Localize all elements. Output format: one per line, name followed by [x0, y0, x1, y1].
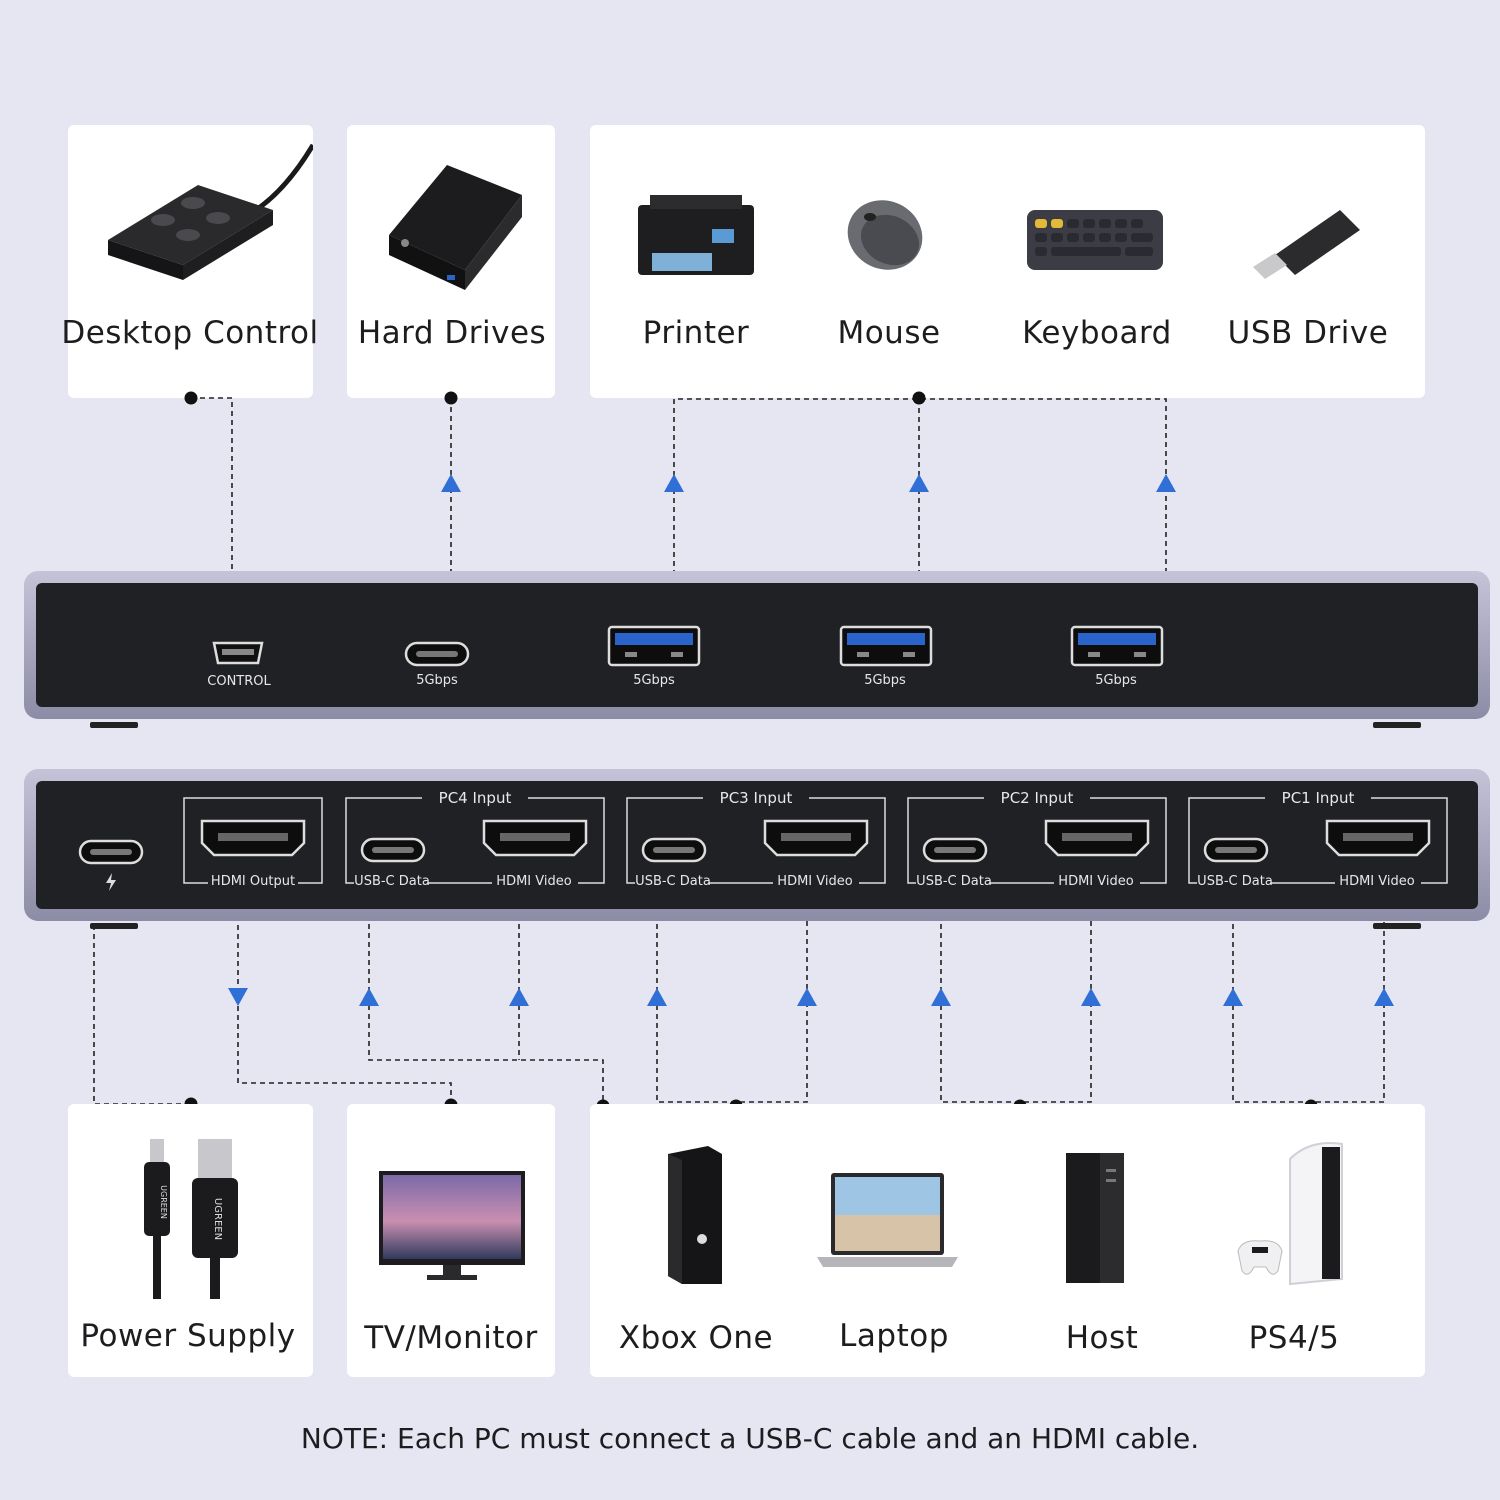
monitor-icon	[379, 1171, 525, 1280]
usb-c-speed-label: 5Gbps	[416, 673, 458, 688]
back-panel-foot-left	[90, 923, 138, 929]
xbox-one-icon	[668, 1146, 722, 1284]
usb-c-port-icon	[404, 641, 470, 667]
pc1-usb-c-data-label: USB-C Data	[1197, 874, 1273, 889]
power-supply-card: UGREEN UGREEN Power Supply	[68, 1104, 313, 1377]
pc3-input-group: PC3 Input USB-C Data HDMI Video	[623, 789, 889, 889]
ps5-icon	[1237, 1142, 1343, 1286]
connection-note: NOTE: Each PC must connect a USB-C cable…	[300, 1422, 1200, 1455]
front-panel-foot-right	[1373, 722, 1421, 728]
laptop-icon	[817, 1173, 958, 1267]
usb-a-3-speed-label: 5Gbps	[1095, 673, 1137, 688]
keyboard-label: Keyboard	[1022, 315, 1172, 351]
pc-sources-card: Xbox One Laptop Host PS4/5	[590, 1104, 1425, 1377]
xbox-one-label: Xbox One	[618, 1320, 774, 1356]
pc2-input-group: PC2 Input USB-C Data HDMI Video	[904, 789, 1170, 889]
lightning-bolt-icon	[106, 873, 116, 891]
pc4-input-frame	[345, 797, 605, 884]
hard-drive-illustration	[389, 165, 522, 290]
pc4-hdmi-video-label: HDMI Video	[496, 874, 572, 889]
pc1-input-frame	[1188, 797, 1448, 884]
mouse-icon	[847, 200, 923, 270]
front-panel-foot-left	[90, 722, 138, 728]
usb-drive-label: USB Drive	[1227, 315, 1389, 351]
pc2-input-title: PC2 Input	[1000, 789, 1074, 807]
desktop-control-label: Desktop Control	[61, 315, 319, 351]
desktop-control-illustration	[108, 143, 313, 280]
usb-a-2-speed-label: 5Gbps	[864, 673, 906, 688]
hard-drives-card: Hard Drives	[347, 125, 555, 398]
pc4-usb-c-data-label: USB-C Data	[354, 874, 430, 889]
laptop-label: Laptop	[839, 1318, 949, 1354]
printer-icon	[638, 195, 754, 275]
hard-drives-label: Hard Drives	[357, 315, 547, 351]
pc2-input-frame	[907, 797, 1167, 884]
pc1-input-group: PC1 Input USB-C Data HDMI Video	[1185, 789, 1451, 889]
mouse-label: Mouse	[837, 315, 941, 351]
arrow-markers	[228, 474, 1394, 1006]
usb-drive-icon	[1253, 210, 1360, 279]
back-panel-foot-right	[1373, 923, 1421, 929]
hdmi-output-frame	[183, 797, 323, 884]
cable-logo-left: UGREEN	[159, 1185, 168, 1219]
pc2-usb-c-data-label: USB-C Data	[916, 874, 992, 889]
pc4-input-group: PC4 Input USB-C Data HDMI Video	[342, 789, 608, 889]
front-panel: CONTROL 5Gbps 5Gbps 5Gbps 5Gbps	[24, 571, 1490, 719]
pc3-usb-c-data-label: USB-C Data	[635, 874, 711, 889]
usb-cable-illustration: UGREEN UGREEN	[144, 1139, 238, 1299]
power-supply-label: Power Supply	[80, 1318, 296, 1354]
keyboard-icon	[1027, 210, 1163, 270]
pc3-input-title: PC3 Input	[719, 789, 793, 807]
pc3-hdmi-video-label: HDMI Video	[777, 874, 853, 889]
back-panel: HDMI Output PC4 Input USB-C Data HDMI Vi…	[24, 769, 1490, 921]
hdmi-output-label: HDMI Output	[210, 874, 296, 889]
front-panel-face: CONTROL 5Gbps 5Gbps 5Gbps 5Gbps	[36, 583, 1478, 707]
usb-peripherals-card: Printer Mouse Keyboard USB Drive	[590, 125, 1425, 398]
host-label: Host	[1065, 1320, 1139, 1356]
tv-monitor-label: TV/Monitor	[364, 1320, 538, 1356]
control-port-label: CONTROL	[207, 674, 271, 689]
usb-a-port-2-icon	[839, 625, 933, 667]
host-pc-icon	[1066, 1153, 1124, 1283]
mini-usb-port-icon	[212, 641, 264, 665]
pc3-input-frame	[626, 797, 886, 884]
tv-monitor-card: TV/Monitor	[347, 1104, 555, 1377]
usb-a-port-3-icon	[1070, 625, 1164, 667]
pc1-hdmi-video-label: HDMI Video	[1339, 874, 1415, 889]
ps-label: PS4/5	[1248, 1320, 1340, 1356]
cable-logo-right: UGREEN	[212, 1198, 223, 1240]
power-usb-c-port-icon	[78, 839, 144, 865]
pc1-input-title: PC1 Input	[1281, 789, 1355, 807]
pc4-input-title: PC4 Input	[438, 789, 512, 807]
pc2-hdmi-video-label: HDMI Video	[1058, 874, 1134, 889]
desktop-control-card: Desktop Control	[61, 125, 318, 398]
usb-a-1-speed-label: 5Gbps	[633, 673, 675, 688]
back-panel-face: HDMI Output PC4 Input USB-C Data HDMI Vi…	[36, 781, 1478, 909]
printer-label: Printer	[642, 315, 750, 351]
usb-a-port-1-icon	[607, 625, 701, 667]
